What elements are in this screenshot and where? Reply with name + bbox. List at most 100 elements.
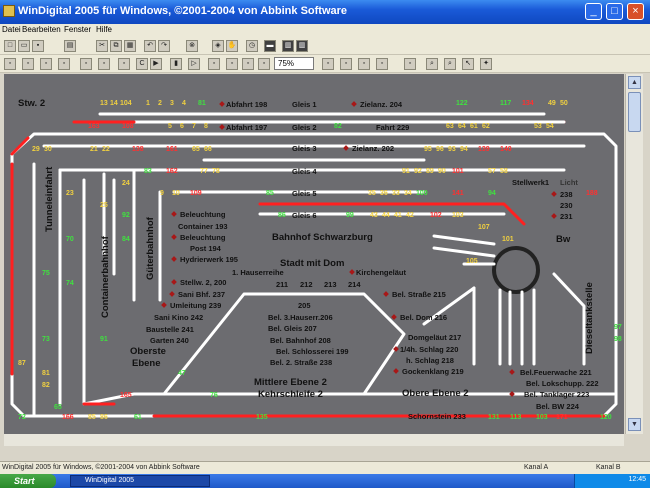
- open-icon[interactable]: ▭: [18, 40, 30, 52]
- cut-icon[interactable]: ✂: [96, 40, 108, 52]
- item-label[interactable]: Garten 240: [150, 336, 189, 345]
- hand-icon[interactable]: ✋: [226, 40, 238, 52]
- item-label[interactable]: Gockenklang 219: [402, 367, 464, 376]
- area-oberste: Oberste: [130, 346, 166, 357]
- symbol-2-icon[interactable]: ▫: [22, 58, 34, 70]
- grid2-icon[interactable]: ▫: [376, 58, 388, 70]
- signal-number: 94: [488, 190, 496, 197]
- menu-datei[interactable]: Datei: [2, 25, 21, 34]
- status-kanal-b: Kanal B: [596, 464, 621, 471]
- item-label[interactable]: 1/4h. Schlag 220: [400, 345, 459, 354]
- scroll-down-icon[interactable]: ▼: [628, 418, 641, 431]
- symbol-8-icon[interactable]: ▫: [208, 58, 220, 70]
- signal-number: 92: [414, 168, 422, 175]
- signal-number: 13: [100, 100, 108, 107]
- title-bar[interactable]: WinDigital 2005 für Windows, ©2001-2004 …: [0, 0, 650, 24]
- grid-icon[interactable]: ▫: [358, 58, 370, 70]
- item-label[interactable]: Container 193: [178, 222, 228, 231]
- search2-icon[interactable]: ⌕: [444, 58, 456, 70]
- track-layout-canvas[interactable]: Stw. 2 Abfahrt 198 Gleis 1 Zielanz. 204 …: [4, 74, 624, 434]
- scroll-thumb[interactable]: [628, 92, 641, 132]
- symbol-10-icon[interactable]: ▫: [242, 58, 254, 70]
- panel2-icon[interactable]: ▥: [296, 40, 308, 52]
- close-button[interactable]: ×: [627, 3, 644, 20]
- menu-bearbeiten[interactable]: Bearbeiten: [22, 25, 61, 34]
- symbol-7-icon[interactable]: ▫: [118, 58, 130, 70]
- layers-icon[interactable]: ▫: [404, 58, 416, 70]
- search-icon[interactable]: ⌕: [426, 58, 438, 70]
- track-label-gleis-6: Gleis 6: [292, 211, 317, 220]
- horizontal-scrollbar[interactable]: [4, 434, 624, 446]
- symbol-5-icon[interactable]: ▫: [80, 58, 92, 70]
- pause-icon[interactable]: ▮: [170, 58, 182, 70]
- item-label[interactable]: Kirchengeläut: [356, 268, 407, 277]
- signal-number: 98: [614, 336, 622, 343]
- item-label[interactable]: Bel.Feuerwache 221: [520, 368, 592, 377]
- tool-a-icon[interactable]: ◈: [212, 40, 224, 52]
- play-icon[interactable]: ▶: [150, 58, 162, 70]
- track-label-zielanz-204: Zielanz. 204: [360, 100, 403, 109]
- wand-icon[interactable]: ✦: [480, 58, 492, 70]
- item-label[interactable]: Bel. Lokschupp. 222: [526, 379, 599, 388]
- track-label-gleis-2: Gleis 2: [292, 123, 317, 132]
- item-label[interactable]: Umleitung 239: [170, 301, 222, 310]
- symbol-3-icon[interactable]: ▫: [40, 58, 52, 70]
- zoom-in-icon[interactable]: ▫: [340, 58, 352, 70]
- system-tray: 12:45: [574, 474, 650, 488]
- item-label[interactable]: Beleuchtung: [180, 210, 226, 219]
- copy-icon[interactable]: ⧉: [110, 40, 122, 52]
- start-button[interactable]: Start: [0, 474, 56, 488]
- redo-icon[interactable]: ↷: [158, 40, 170, 52]
- item-label[interactable]: Beleuchtung: [180, 233, 226, 242]
- signal-number: 21: [90, 146, 98, 153]
- symbol-11-icon[interactable]: ▫: [258, 58, 270, 70]
- clock-icon[interactable]: ◷: [246, 40, 258, 52]
- item-label[interactable]: Schornstein 233: [408, 412, 466, 421]
- menu-hilfe[interactable]: Hilfe: [96, 25, 113, 34]
- item-label[interactable]: Sani Bhf. 237: [178, 290, 226, 299]
- item-label[interactable]: Bel. Gleis 207: [268, 324, 317, 333]
- item-label[interactable]: Bel. Dom 216: [400, 313, 448, 322]
- item-label[interactable]: Domgeläut 217: [408, 333, 462, 342]
- pointer-icon[interactable]: ↖: [462, 58, 474, 70]
- save-icon[interactable]: ▪: [32, 40, 44, 52]
- item-label[interactable]: Stellw. 2, 200: [180, 278, 227, 287]
- undo-icon[interactable]: ↶: [144, 40, 156, 52]
- item-label[interactable]: Bel. 2. Straße 238: [270, 358, 333, 367]
- taskbar-item[interactable]: WinDigital 2005: [70, 475, 210, 487]
- symbol-9-icon[interactable]: ▫: [226, 58, 238, 70]
- c-icon[interactable]: C: [136, 58, 148, 70]
- loco-icon[interactable]: ▬: [264, 40, 276, 52]
- item-label[interactable]: Baustelle 241: [146, 325, 194, 334]
- item-label[interactable]: 205: [298, 301, 311, 310]
- menu-fenster[interactable]: Fenster: [64, 25, 92, 34]
- item-label[interactable]: h. Schlag 218: [406, 356, 454, 365]
- item-label[interactable]: Bel. 3.Hauserr.206: [268, 313, 333, 322]
- signal-number: 99: [346, 212, 354, 219]
- symbol-1-icon[interactable]: ▫: [4, 58, 16, 70]
- zoom-fit-icon[interactable]: ▫: [322, 58, 334, 70]
- item-label[interactable]: Bel. Bahnhof 208: [270, 336, 331, 345]
- item-label[interactable]: Hydrierwerk 195: [180, 255, 238, 264]
- maximize-button[interactable]: □: [606, 3, 623, 20]
- vertical-scrollbar[interactable]: ▲ ▼: [625, 74, 643, 434]
- print-icon[interactable]: ▤: [64, 40, 76, 52]
- item-label[interactable]: Bel. Straße 215: [392, 290, 446, 299]
- item-label[interactable]: Sani Kino 242: [154, 313, 204, 322]
- item-label[interactable]: Bel. Schlosserei 199: [276, 347, 349, 356]
- panel-icon[interactable]: ▥: [282, 40, 294, 52]
- item-label[interactable]: 1. Hauserreihe: [232, 268, 284, 277]
- forward-icon[interactable]: ▷: [188, 58, 200, 70]
- symbol-4-icon[interactable]: ▫: [58, 58, 70, 70]
- scroll-up-icon[interactable]: ▲: [628, 76, 641, 89]
- item-label[interactable]: Bel. Tanklager 223: [524, 390, 590, 399]
- zoom-select[interactable]: 75%: [274, 57, 314, 70]
- item-label[interactable]: Bel. BW 224: [536, 402, 579, 411]
- stop-icon[interactable]: ⊗: [186, 40, 198, 52]
- signal-number: 102: [430, 212, 442, 219]
- symbol-6-icon[interactable]: ▫: [98, 58, 110, 70]
- minimize-button[interactable]: _: [585, 3, 602, 20]
- paste-icon[interactable]: ▦: [124, 40, 136, 52]
- item-label[interactable]: Post 194: [190, 244, 221, 253]
- new-icon[interactable]: □: [4, 40, 16, 52]
